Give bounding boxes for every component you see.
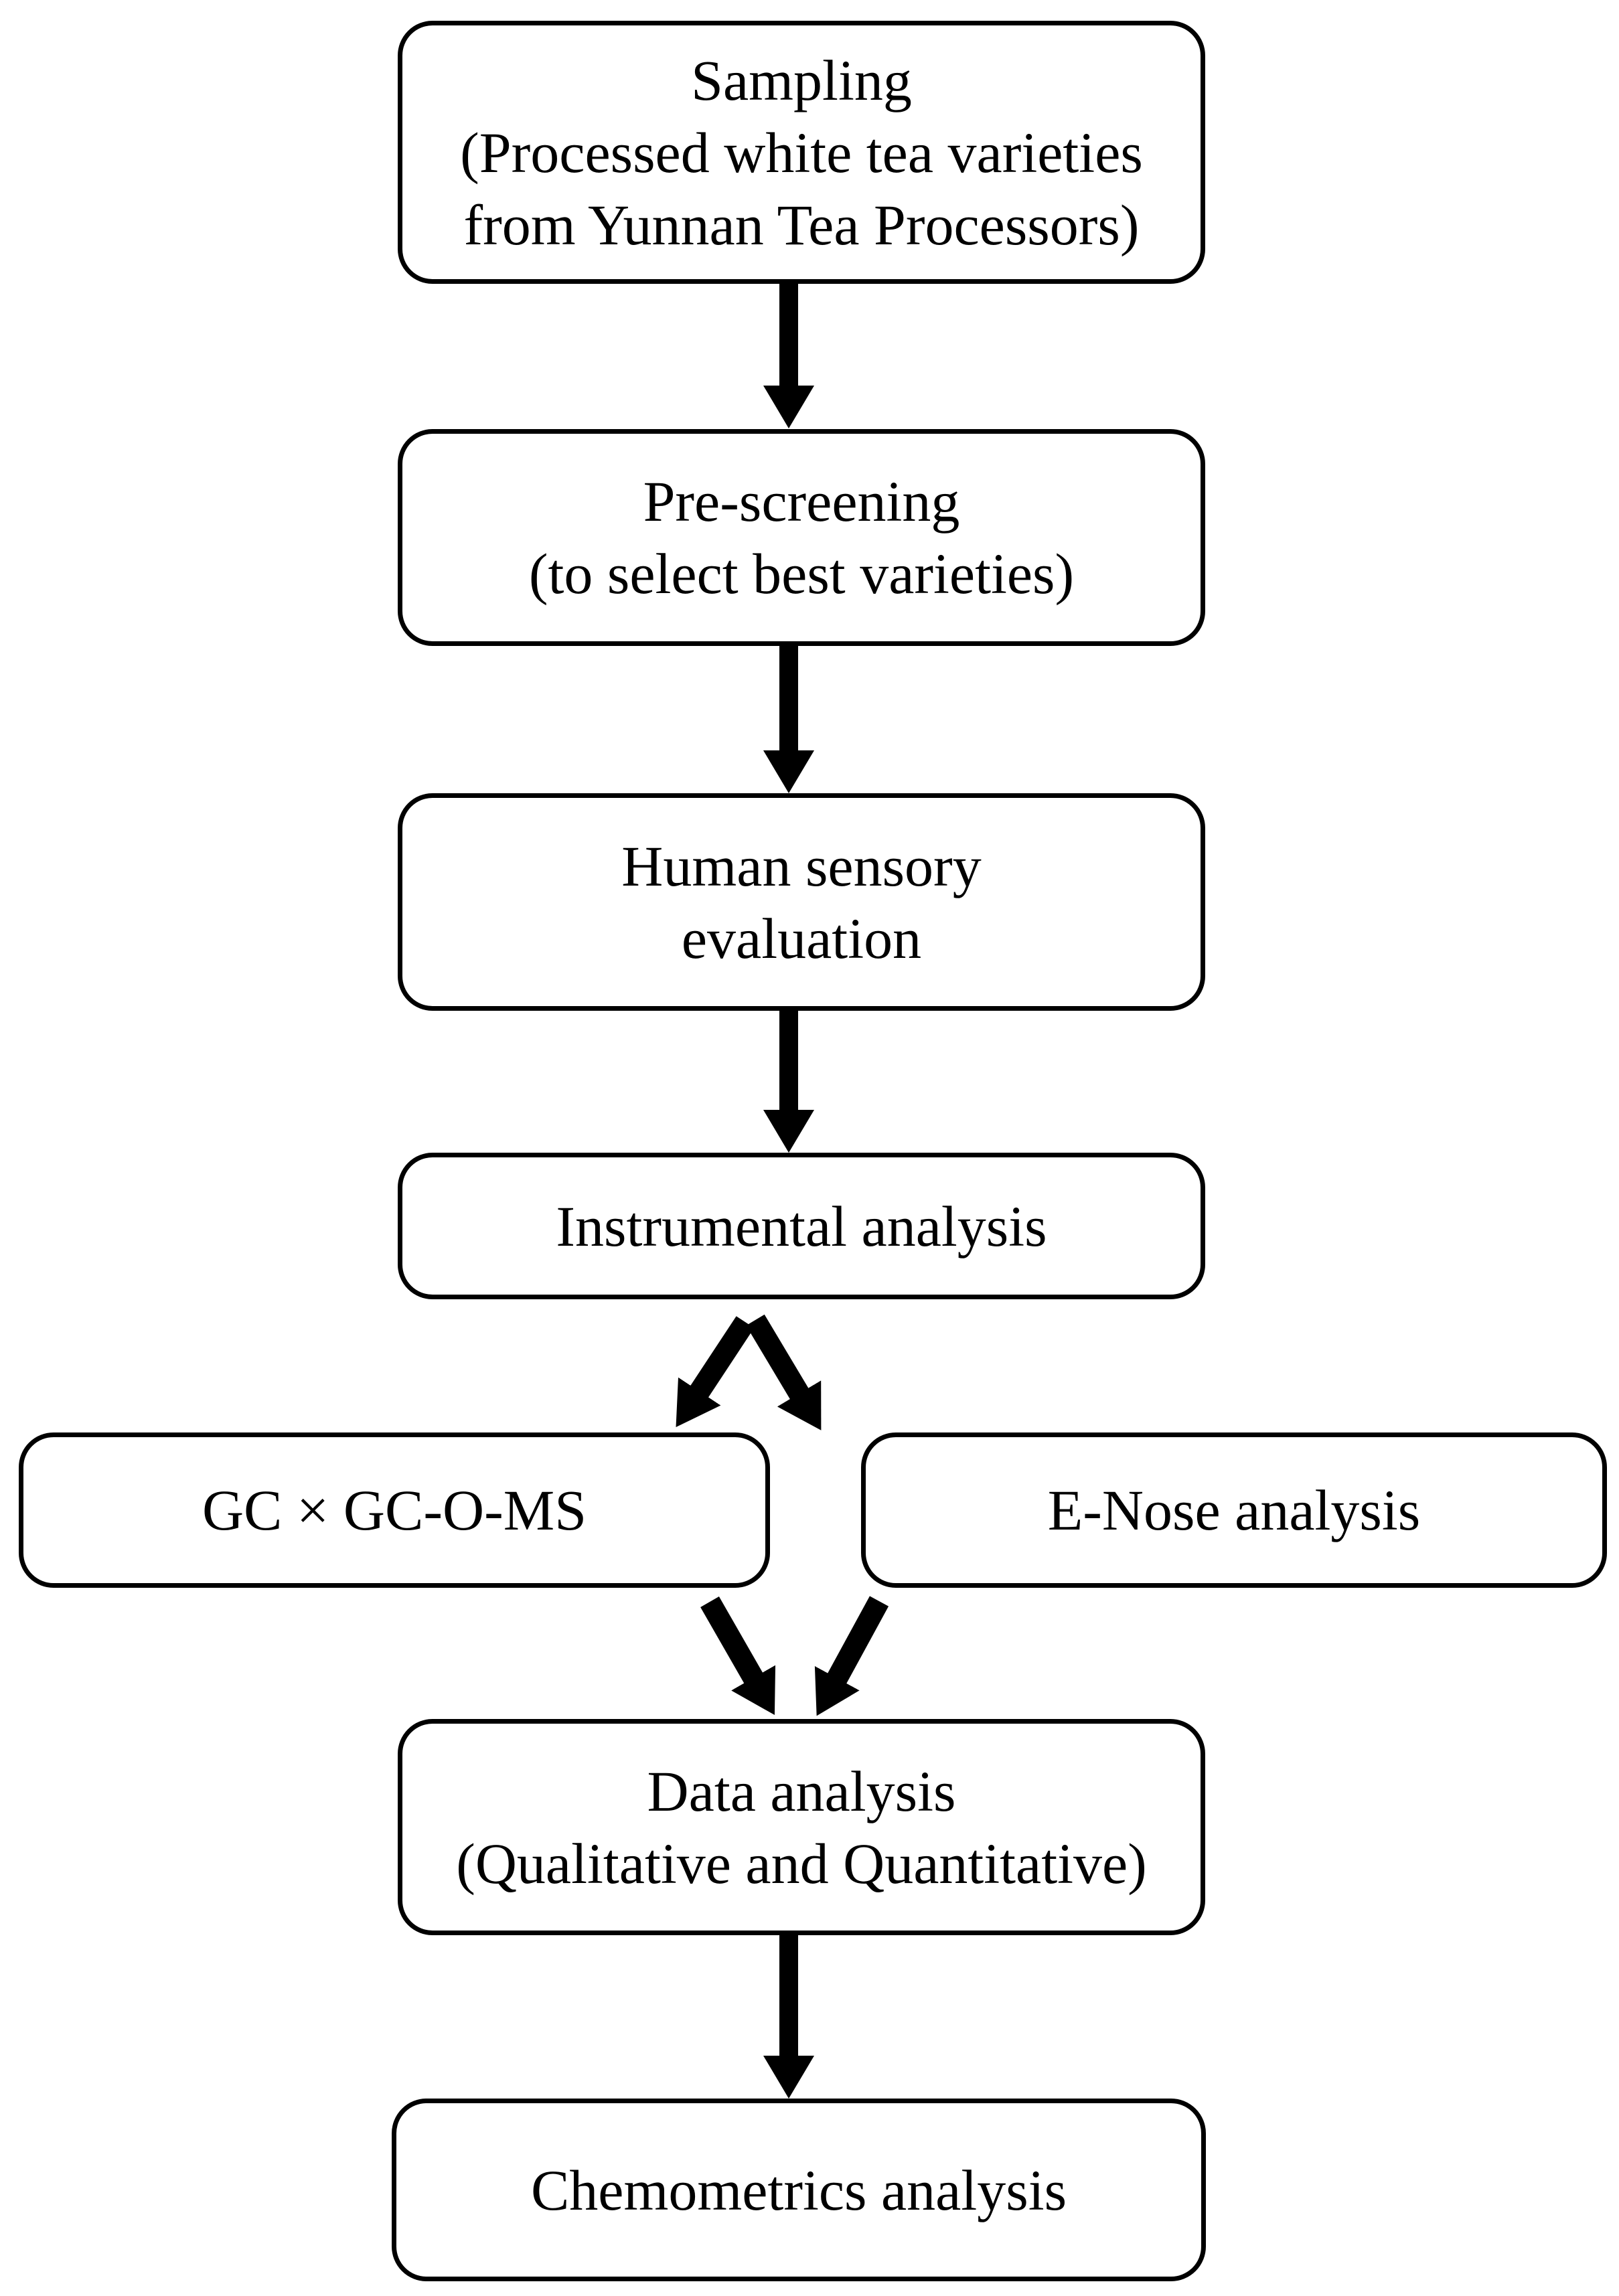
node-e-nose-analysis: E-Nose analysis: [861, 1432, 1607, 1588]
node-data-analysis: Data analysis (Qualitative and Quantitat…: [398, 1719, 1205, 1935]
arrow-instrumental-to-gcms: [676, 1316, 755, 1428]
node-instrumental-analysis: Instrumental analysis: [398, 1153, 1205, 1299]
arrow-gcms-to-data: [700, 1596, 776, 1716]
node-human-sensory-evaluation: Human sensory evaluation: [398, 793, 1205, 1011]
node-data-analysis-label: Data analysis (Qualitative and Quantitat…: [456, 1758, 1147, 1896]
node-pre-screening: Pre-screening (to select best varieties): [398, 429, 1205, 646]
node-chemometrics-analysis: Chemometrics analysis: [392, 2099, 1206, 2281]
arrow-enose-to-data: [814, 1596, 889, 1716]
node-sampling-label: Sampling (Processed white tea varieties …: [460, 48, 1143, 257]
node-instrumental-analysis-label: Instrumental analysis: [556, 1194, 1047, 1258]
arrow-instrumental-to-enose: [746, 1314, 822, 1430]
node-gcxgc-o-ms-label: GC × GC-O-MS: [202, 1478, 587, 1542]
node-human-sensory-evaluation-label: Human sensory evaluation: [621, 833, 982, 971]
node-gcxgc-o-ms: GC × GC-O-MS: [19, 1432, 770, 1588]
node-pre-screening-label: Pre-screening (to select best varieties): [528, 469, 1075, 606]
node-chemometrics-analysis-label: Chemometrics analysis: [530, 2157, 1067, 2222]
node-e-nose-analysis-label: E-Nose analysis: [1047, 1478, 1421, 1542]
node-sampling: Sampling (Processed white tea varieties …: [398, 21, 1205, 284]
